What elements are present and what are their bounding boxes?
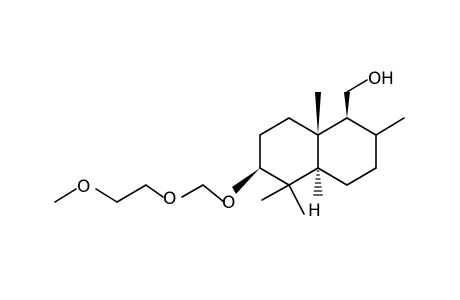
atom-label-hydroxyl-o: O <box>368 69 381 89</box>
bond-ch2b-ch2c <box>116 184 147 203</box>
atom-label-hydroxyl-h: H <box>381 69 394 89</box>
bond-o1-ch3 <box>54 188 77 203</box>
bond-ch2c-o1 <box>95 188 118 203</box>
bond-c1-c2 <box>346 117 377 136</box>
bond-c7-c6 <box>259 167 290 186</box>
bond-c4-c5 <box>317 167 348 186</box>
bond-o3-ch2a <box>202 184 225 203</box>
wedge-bond-hydroxymethyl <box>344 92 350 118</box>
bond-gem-methyl-1 <box>261 184 290 201</box>
bond-gem-methyl-2 <box>288 184 305 215</box>
atom-label-ether-o1: O <box>77 177 90 197</box>
bond-methyl-ring-b <box>375 117 405 136</box>
atom-label-ether-o2: O <box>163 189 176 209</box>
atom-label-ether-o3: O <box>222 193 235 213</box>
bond-c10-c1 <box>317 117 348 136</box>
bond-c3-c4 <box>346 167 377 186</box>
bond-ch2-o-hydroxyl <box>346 79 368 93</box>
atom-label-ring-fusion-h: H <box>308 201 321 221</box>
wedge-bond-ether-oxygen <box>232 168 260 194</box>
bond-c9-c8 <box>259 117 290 136</box>
bond-c10-c9 <box>288 117 319 136</box>
bond-o2-ch2b <box>145 184 164 198</box>
hashed-bond-ring-fusion-h <box>313 170 323 196</box>
bond-ch2a-o2 <box>181 184 204 198</box>
bond-c6-c5 <box>288 167 319 186</box>
wedge-bond-angular-methyl <box>315 92 321 135</box>
